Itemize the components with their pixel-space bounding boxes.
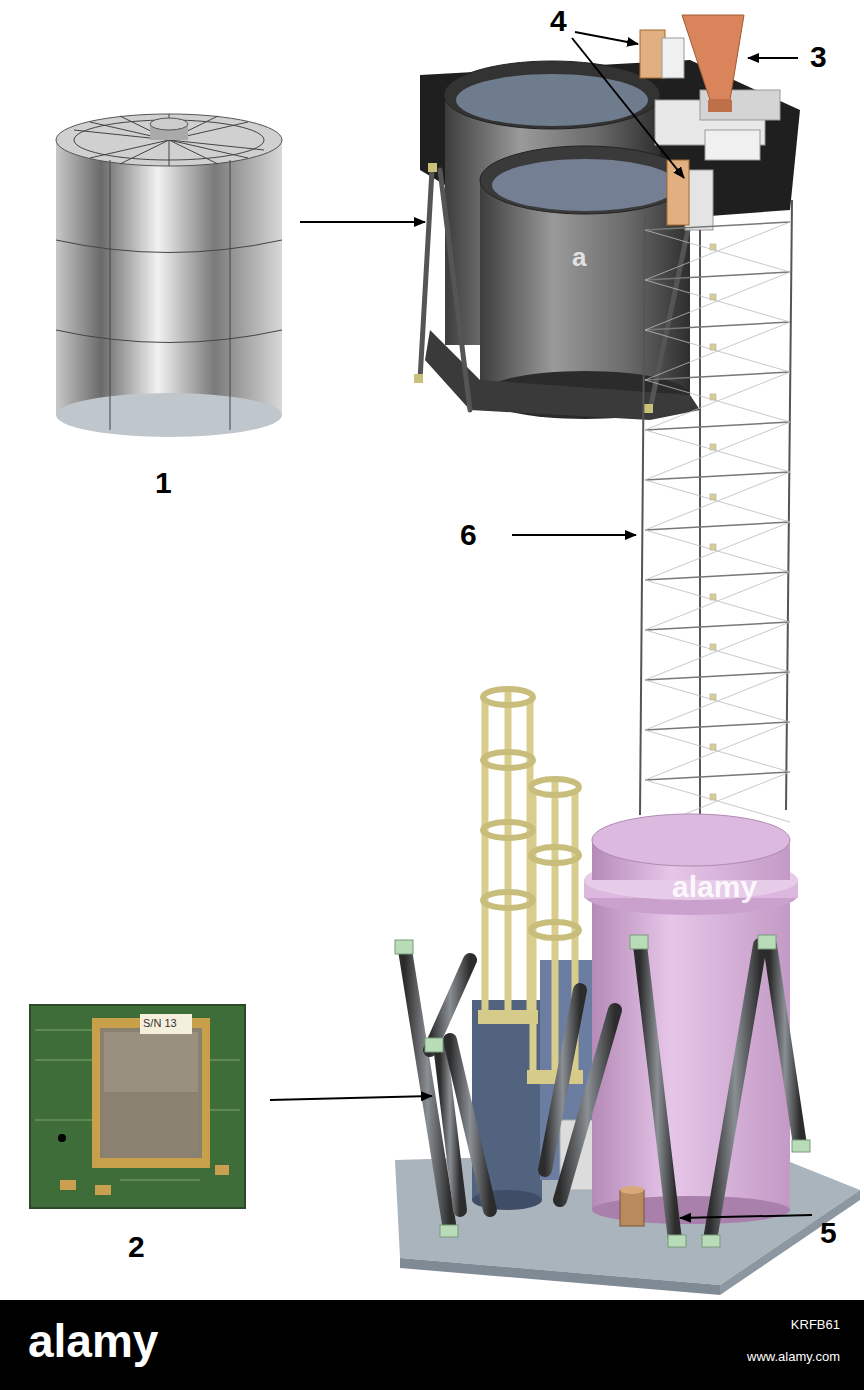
lattice-node bbox=[710, 744, 716, 750]
lattice-brace bbox=[645, 372, 790, 430]
callout-number: 3 bbox=[810, 42, 827, 72]
callout-number: 4 bbox=[550, 6, 567, 36]
watermark: alamy bbox=[672, 872, 757, 902]
lattice-brace bbox=[645, 572, 790, 630]
lattice-rung bbox=[645, 622, 790, 630]
lattice-node bbox=[710, 794, 716, 800]
callout-number: 6 bbox=[460, 520, 477, 550]
callout-number: 2 bbox=[128, 1232, 145, 1262]
callout-number: 5 bbox=[820, 1218, 837, 1248]
lattice-brace bbox=[645, 272, 790, 330]
lattice-rung bbox=[645, 772, 790, 780]
lattice-node bbox=[710, 394, 716, 400]
lattice-node bbox=[710, 694, 716, 700]
lattice-rung bbox=[645, 472, 790, 480]
lattice-node bbox=[710, 644, 716, 650]
lattice-brace bbox=[645, 722, 790, 780]
watermark-url: www.alamy.com bbox=[747, 1350, 840, 1363]
lattice-brace bbox=[645, 472, 790, 530]
serial-text: S/N 13 bbox=[143, 1018, 177, 1029]
lattice-brace bbox=[645, 222, 790, 280]
lattice-brace bbox=[645, 522, 790, 580]
lattice-rung bbox=[645, 322, 790, 330]
lattice-node bbox=[710, 594, 716, 600]
watermark: a bbox=[572, 244, 586, 270]
lattice-rung bbox=[645, 272, 790, 280]
image-id: KRFB61 bbox=[791, 1318, 840, 1331]
lattice-brace bbox=[645, 672, 790, 730]
lattice-rung bbox=[645, 372, 790, 380]
lattice-brace bbox=[645, 622, 790, 680]
lattice-rung bbox=[645, 222, 790, 230]
lattice-node bbox=[710, 494, 716, 500]
lattice-node bbox=[710, 544, 716, 550]
lattice-rung bbox=[645, 672, 790, 680]
lattice-node bbox=[710, 244, 716, 250]
lattice-node bbox=[710, 294, 716, 300]
lattice-rung bbox=[645, 522, 790, 530]
callout-number: 1 bbox=[155, 468, 172, 498]
lattice-brace bbox=[645, 422, 790, 480]
watermark-logo: alamy bbox=[28, 1318, 158, 1364]
lattice-rung bbox=[645, 722, 790, 730]
lattice-brace bbox=[645, 322, 790, 380]
lattice-node bbox=[710, 444, 716, 450]
lattice-node bbox=[710, 344, 716, 350]
lattice-rung bbox=[645, 422, 790, 430]
lattice-rung bbox=[645, 572, 790, 580]
